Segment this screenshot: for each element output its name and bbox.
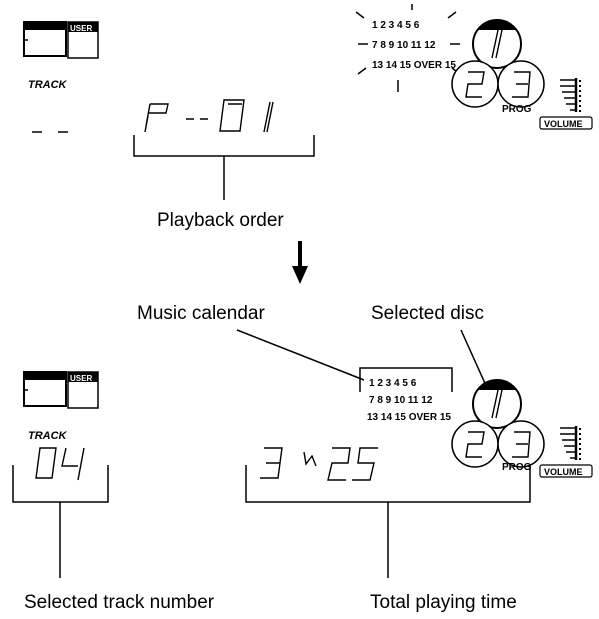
volume-label: VOLUME [544, 119, 583, 129]
calendar-row-1: 1 2 3 4 5 6 [372, 20, 420, 31]
user-badge-text: USER [70, 374, 92, 383]
prog-label: PROG [502, 104, 532, 115]
callout-music-calendar: Music calendar [137, 303, 265, 324]
calendar-row-1: 1 2 3 4 5 6 [369, 378, 417, 389]
track-label: TRACK [28, 79, 68, 91]
volume-label: VOLUME [544, 467, 583, 477]
disc-3-digit [512, 71, 531, 98]
music-calendar-bottom: 1 2 3 4 5 6 7 8 9 10 11 12 13 14 15 OVER… [359, 367, 453, 423]
disc-selector-bottom: PROG [451, 379, 545, 473]
bracket-track [12, 465, 109, 503]
user-badge-bottom: USER [23, 371, 99, 409]
leader-selected-disc [460, 329, 489, 391]
callout-total-playing-time: Total playing time [370, 592, 517, 613]
calendar-row-3: 13 14 15 OVER 15 [367, 412, 451, 423]
callout-selected-disc: Selected disc [371, 303, 484, 324]
calendar-row-2: 7 8 9 10 11 12 [372, 40, 436, 51]
calendar-row-3: 13 14 15 OVER 15 [372, 60, 456, 71]
disc-1-digit [491, 389, 503, 419]
calendar-row-2: 7 8 9 10 11 12 [369, 395, 433, 406]
top-panel: USER TRACK Playback order 1 2 3 4 5 6 [23, 4, 593, 231]
disc-3-digit [512, 431, 531, 458]
volume-meter-top: VOLUME [539, 78, 593, 130]
disc-1-digit [491, 29, 503, 59]
disc-2-digit [465, 71, 485, 98]
track-label: TRACK [28, 430, 68, 442]
disc-selector-top: PROG [451, 19, 545, 115]
bottom-panel: Music calendar Selected disc USER TRACK … [12, 303, 593, 613]
main-display-p01 [144, 99, 274, 133]
music-calendar-top: 1 2 3 4 5 6 7 8 9 10 11 12 13 14 15 OVER… [355, 4, 461, 92]
bracket-top [133, 135, 315, 157]
leader-music-calendar [236, 329, 365, 381]
time-display-3m25 [260, 447, 378, 481]
down-arrow [292, 241, 308, 284]
user-badge-text: USER [70, 24, 92, 33]
disc-2-digit [465, 431, 485, 458]
flash-rays [355, 4, 461, 92]
callout-playback-order: Playback order [157, 210, 284, 231]
user-badge-top: USER [23, 21, 99, 59]
prog-label: PROG [502, 462, 532, 473]
callout-selected-track-number: Selected track number [24, 592, 215, 613]
volume-meter-bottom: VOLUME [539, 426, 593, 478]
track-display-04 [35, 447, 85, 481]
bracket-time [245, 465, 531, 503]
